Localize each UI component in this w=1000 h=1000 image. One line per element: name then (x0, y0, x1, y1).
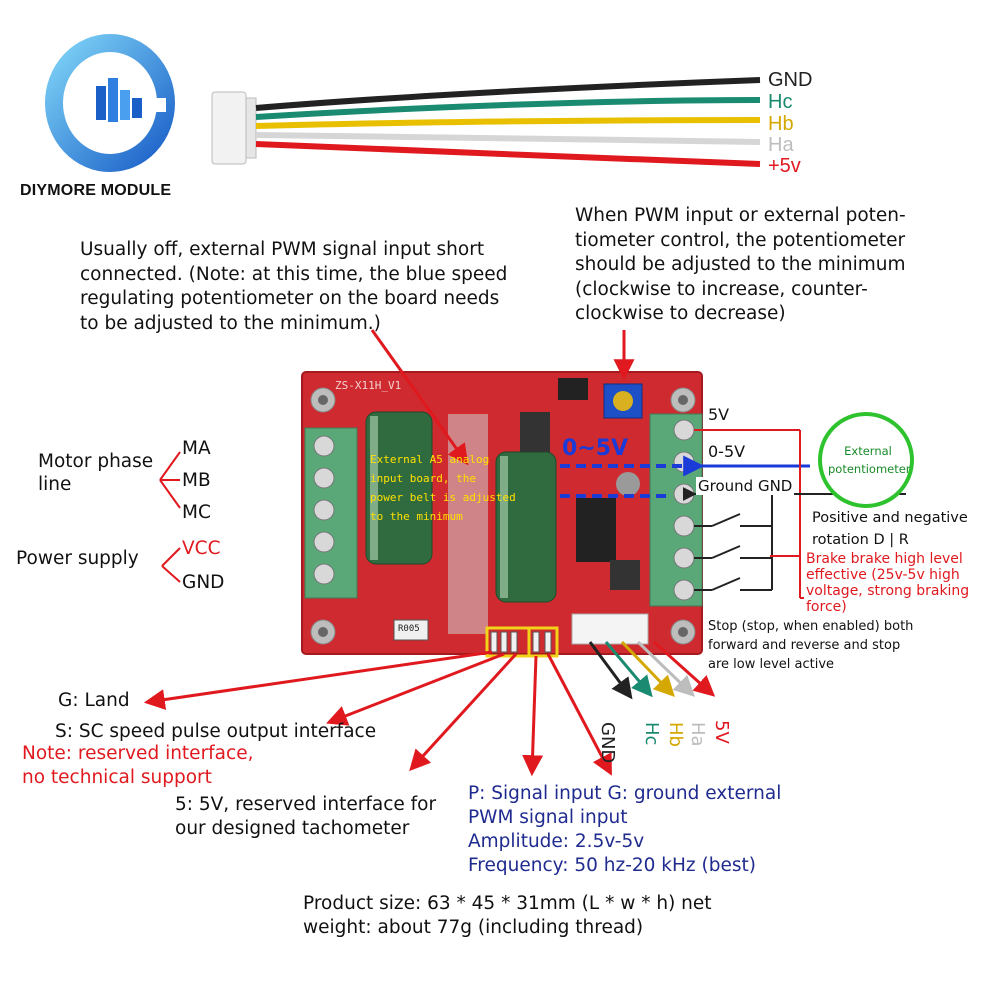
hall-label-hb: Hb (665, 722, 686, 747)
wire-label-ha: Ha (768, 134, 794, 156)
brand-name: DIYMORE MODULE (20, 182, 172, 199)
phase-label-mb: MB (182, 470, 211, 491)
wire-label-hb: Hb (768, 113, 794, 135)
direction-label: Positive and negative rotation D | R (812, 510, 968, 548)
hall-label-gnd: GND (597, 722, 618, 764)
pin-label-0-5v: 0-5V (708, 442, 746, 461)
wire-label-hc: Hc (768, 91, 793, 113)
callout-arrows (143, 329, 635, 777)
stop-label: Stop (stop, when enabled) both forward a… (708, 619, 914, 672)
pin-label-ground: Ground GND (696, 477, 795, 495)
analog-input-dash-lines (560, 455, 810, 498)
brake-label: Brake brake high level effective (25v-5v… (806, 551, 970, 615)
resistor-label: R005 (398, 624, 420, 634)
wire-label-gnd: GND (768, 69, 813, 91)
vcc-label: VCC (182, 538, 221, 559)
phase-label-ma: MA (182, 438, 211, 459)
motor-phase-brace (159, 451, 181, 583)
pin-label-5v: 5V (708, 405, 730, 424)
phase-label-mc: MC (182, 502, 211, 523)
board-model: ZS-X11H_V1 (335, 379, 402, 392)
range-label: 0~5V (562, 436, 629, 461)
pcb-overlay-note: External A5 analog input board, the powe… (370, 453, 516, 523)
wire-label-5v: +5v (768, 155, 801, 177)
label-g-land: G: Land (58, 690, 130, 711)
label-reserved-note: Note: reserved interface, no technical s… (22, 743, 254, 788)
diymore-logo-icon (45, 34, 175, 172)
hall-cable-icon (211, 77, 761, 167)
note-pwm-pot: When PWM input or external poten- tiomet… (575, 205, 906, 324)
gnd-label: GND (182, 572, 225, 593)
label-5v-reserved: 5: 5V, reserved interface for our design… (175, 794, 437, 839)
product-size: Product size: 63 * 45 * 31mm (L * w * h)… (303, 893, 712, 938)
note-pwm-short: Usually off, external PWM signal input s… (80, 239, 508, 334)
label-pwm-signal: P: Signal input G: ground external PWM s… (468, 783, 782, 876)
hall-label-ha: Ha (687, 722, 708, 747)
motor-phase-label: Motor phase line (38, 451, 154, 495)
label-s-speed: S: SC speed pulse output interface (55, 721, 377, 742)
hall-label-5v: 5V (711, 720, 732, 744)
external-pot-label: External potentiometer (828, 444, 911, 476)
potentiometer-icon (818, 412, 914, 508)
hall-label-hc: Hc (641, 722, 662, 746)
hall-wire-arrows (588, 640, 716, 700)
power-supply-label: Power supply (16, 548, 139, 569)
